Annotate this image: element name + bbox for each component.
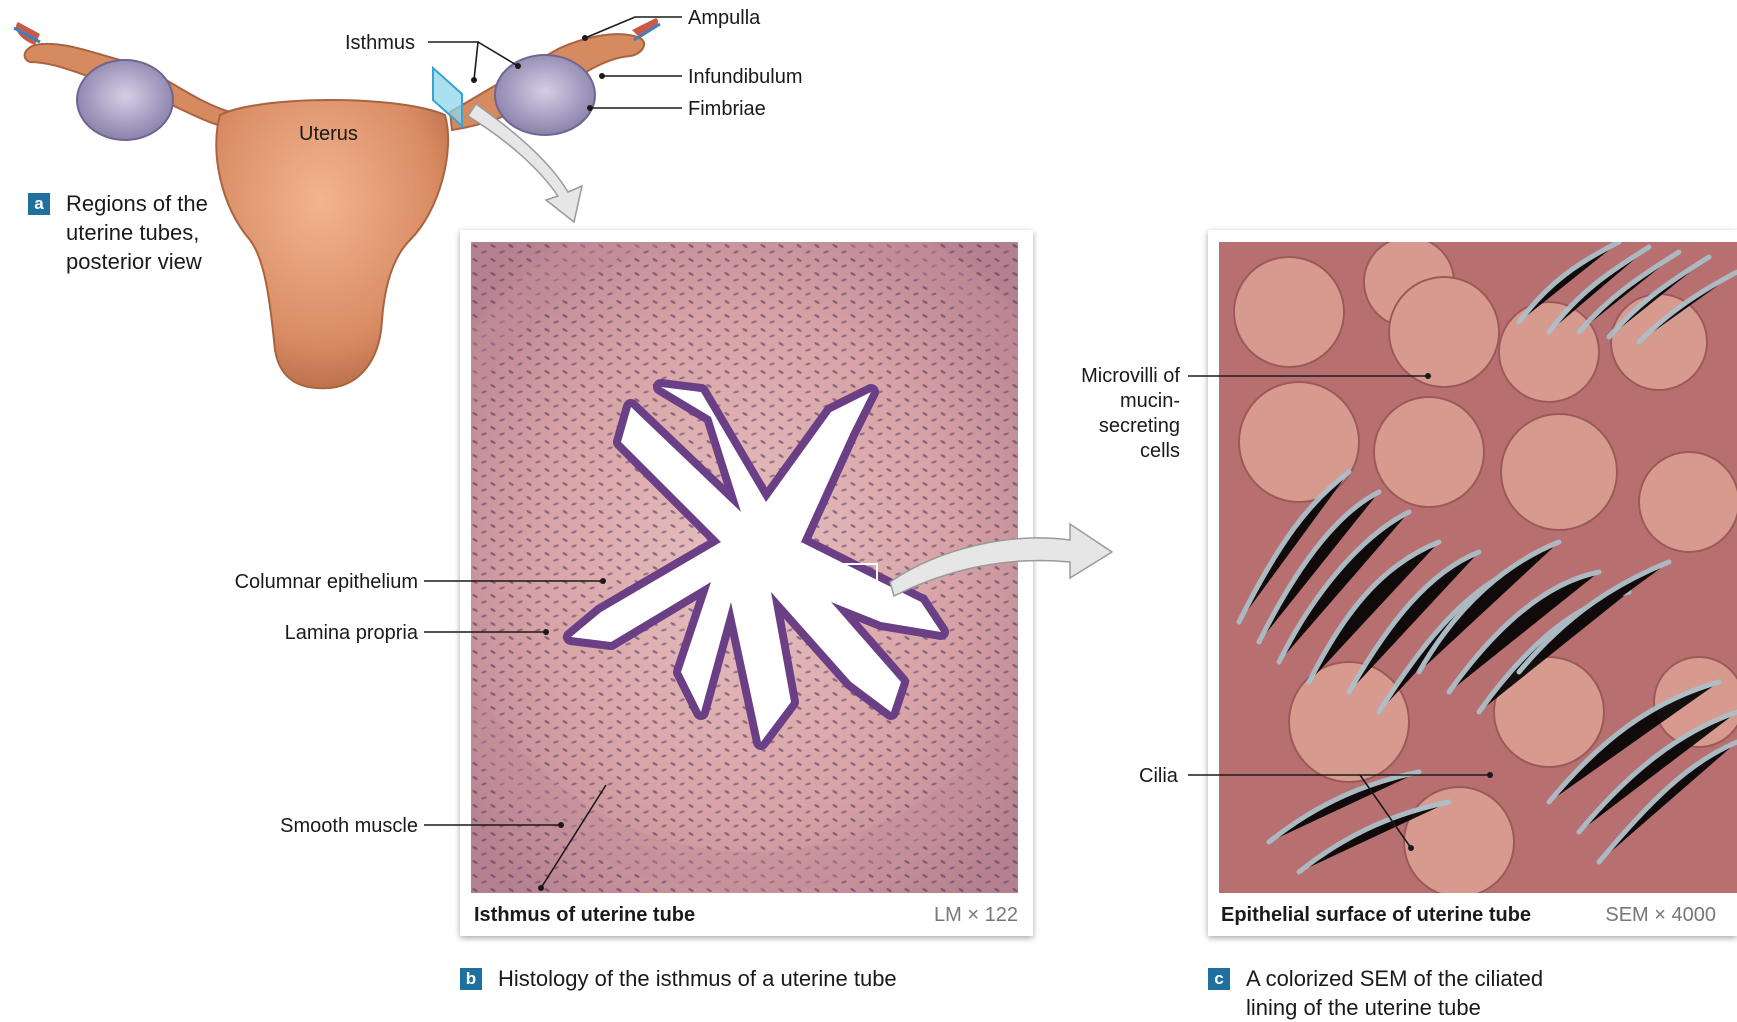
arrow-b-to-c [890, 524, 1112, 596]
arrow-a-to-b [468, 104, 582, 222]
